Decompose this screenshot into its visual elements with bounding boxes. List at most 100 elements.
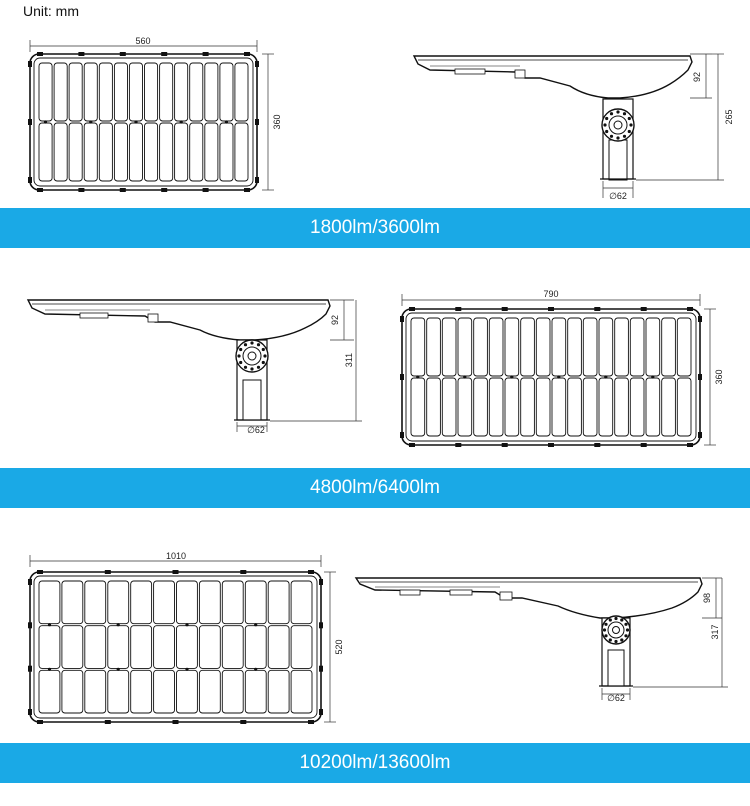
solar-cell [130,625,153,669]
frame-clip [37,52,43,56]
frame-clip [409,443,415,447]
solar-cell [68,62,83,122]
solar-cell [204,122,219,182]
solar-cell [551,377,567,437]
cell-junction [254,667,258,671]
solar-cell [159,122,174,182]
solar-cell [174,122,189,182]
frame-clip [687,307,693,311]
knuckle-tooth [602,628,607,632]
solar-cell [130,669,153,714]
solar-cell [244,669,267,714]
solar-cell [198,580,221,625]
solar-cell [98,122,113,182]
knuckle-tooth [239,347,243,352]
frame-clip [28,665,32,672]
frame-clip [319,622,323,629]
knuckle-tooth [603,123,607,127]
side-total-dimension-3: 317 [633,578,728,688]
knuckle-tooth [243,365,248,369]
solar-cell [219,62,234,122]
solar-cell [629,377,645,437]
pole-diameter-label-2: ∅62 [247,425,265,435]
knuckle-teeth-3 [602,616,630,644]
solar-cell [535,377,551,437]
solar-cell [426,317,441,377]
frame-clip [319,579,323,585]
panel-width-label-2: 790 [543,289,558,299]
frame-clip [37,570,43,574]
knuckle-teeth-2 [237,341,267,371]
panel-width-label-1: 560 [135,36,150,46]
cell-junction [557,375,561,379]
solar-cell [107,580,130,625]
frame-clip [119,52,126,56]
cell-junction [463,375,467,379]
solar-cell [107,625,130,669]
solar-cell [457,377,473,437]
solar-cell [98,62,113,122]
solar-cell [84,669,107,714]
knuckle-tooth [609,112,614,116]
frame-clip [501,443,508,447]
solar-cell [221,625,244,669]
knuckle-tooth [608,638,612,642]
cell-junction [185,623,189,627]
frame-clip [161,188,168,192]
solar-cell [426,377,441,437]
panel-top-view-2 [400,307,702,447]
solar-cell [410,317,426,377]
solar-cell [676,317,692,377]
frame-clip [594,443,601,447]
solar-cell [629,317,645,377]
solar-cell [198,669,221,714]
panel-height-label-3: 520 [334,639,344,654]
solar-cell [234,62,249,122]
cell-junction [116,623,120,627]
cell-junction [116,667,120,671]
solar-cell [176,580,198,625]
panel-height-dimension-2: 360 [704,308,724,446]
solar-cell [267,669,290,714]
frame-clip [37,720,43,724]
unit-label: Unit: mm [23,3,79,19]
frame-clip [308,570,314,574]
lumen-band-1: 1800lm/3600lm [0,208,750,248]
frame-clip [28,119,32,125]
frame-clip [240,570,247,574]
solar-cell [614,377,629,437]
frame-clip [161,52,168,56]
knuckle-tooth [605,116,609,121]
solar-cell [176,669,198,714]
solar-cell [204,62,219,122]
knuckle-tooth [261,360,265,365]
cell-junction [416,375,420,379]
frame-clip [202,188,209,192]
cell-junction [604,375,608,379]
side-view-1 [412,55,693,181]
cell-junction [47,623,52,627]
frame-clip [409,307,415,311]
solar-cell [457,317,473,377]
solar-cell [130,580,153,625]
solar-cell [107,669,130,714]
solar-cell [551,317,567,377]
knuckle-tooth [243,343,248,347]
solar-cell [53,122,68,182]
solar-cell [144,62,159,122]
solar-cell [504,377,520,437]
solar-cell [567,377,582,437]
cell-junction [651,375,655,379]
solar-cell [38,580,61,625]
frame-clip [640,443,647,447]
frame-clip [28,579,32,585]
side-view-3 [354,577,703,687]
frame-clip [28,177,32,183]
panel-width-dimension-1: 560 [29,36,258,52]
panel-height-dimension-1: 360 [262,53,282,191]
knuckle-tooth [627,116,631,121]
frame-clip [244,188,250,192]
side-view-2 [26,299,331,421]
panel-width-dimension-3: 1010 [29,551,322,567]
solar-cell [473,317,488,377]
